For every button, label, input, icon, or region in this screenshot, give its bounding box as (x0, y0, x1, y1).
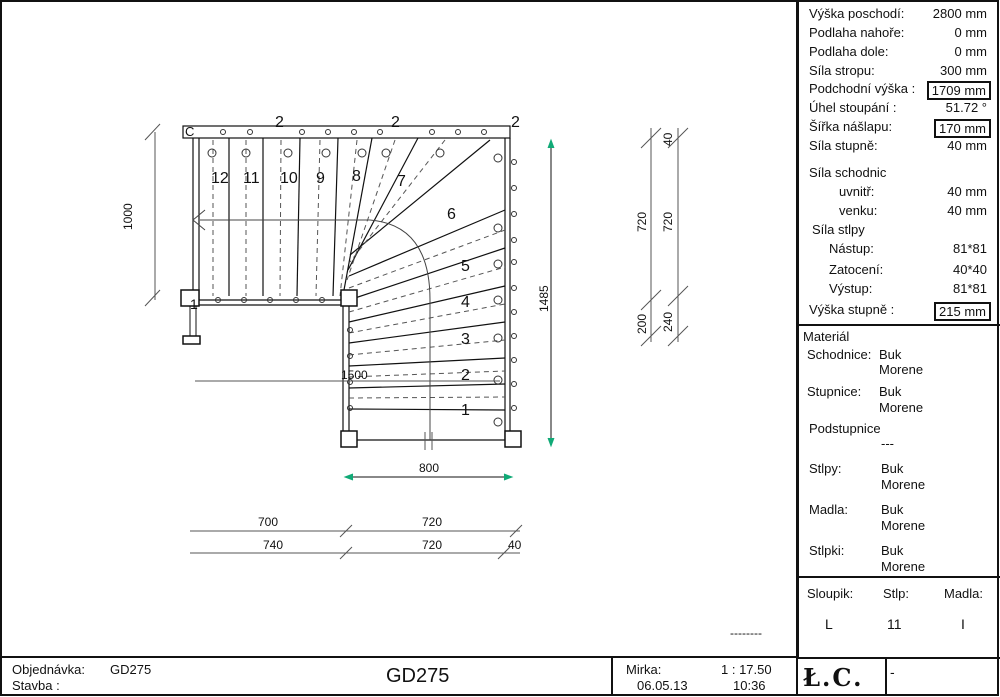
scale-label: Mirka: (626, 662, 662, 677)
material-label-stlpy: Stlpy: (809, 461, 842, 476)
material-label-stlpki: Stlpki: (809, 543, 845, 558)
walk-line (200, 219, 431, 440)
dim-700: 700 (258, 515, 279, 529)
revision-dash: - (890, 664, 895, 680)
material-value-schodnice-1: Buk (879, 347, 902, 362)
top-mark-3: 2 (511, 114, 520, 131)
post-turn (340, 289, 358, 307)
material-title: Materiál (803, 329, 850, 344)
step-label-2: 2 (461, 367, 470, 384)
dim-800: 800 (419, 461, 440, 475)
dim-40-top: 40 (661, 132, 675, 146)
post-small (182, 335, 201, 345)
summary-value-madla: I (961, 616, 965, 632)
material-value-podstupnice-1: --- (881, 436, 894, 451)
material-value-stupnice-2: Morene (879, 400, 924, 415)
step-label-9: 9 (316, 170, 325, 187)
step-label-11: 11 (243, 170, 260, 187)
material-label-madla: Madla: (809, 502, 849, 517)
top-mark-2: 2 (391, 114, 400, 131)
step-label-3: 3 (461, 331, 470, 348)
material-label-stupnice: Stupnice: (807, 384, 862, 399)
material-value-stlpki-1: Buk (881, 543, 904, 558)
landing-post-label: 1 (190, 296, 198, 312)
material-value-madla-1: Buk (881, 502, 904, 517)
dim-200: 200 (635, 313, 649, 334)
material-label-schodnice: Schodnice: (807, 347, 872, 362)
step-label-5: 5 (461, 258, 470, 275)
logo-cell: Ł.C. (797, 657, 887, 695)
step-label-8: 8 (352, 168, 361, 185)
material-value-stupnice-1: Buk (879, 384, 902, 399)
center-title: GD275 (386, 665, 450, 687)
post-end (504, 430, 522, 448)
dim-40-bottom: 40 (508, 538, 522, 552)
step-label-1: 1 (461, 402, 470, 419)
step-label-7: 7 (397, 173, 406, 190)
step-label-10: 10 (280, 170, 298, 187)
summary-value-sloupik: L (825, 616, 833, 632)
summary-value-stlp: 11 (887, 616, 902, 632)
order-value: GD275 (110, 662, 152, 677)
dim-240: 240 (661, 311, 675, 332)
parameters-panel: Výška poschodí:2800 mm Podlaha nahoře:0 … (797, 0, 1000, 326)
material-value-schodnice-2: Morene (879, 362, 924, 377)
dim-720-d: 720 (422, 538, 443, 552)
step-label-4: 4 (461, 294, 470, 311)
scale-value: 1 : 17.50 (721, 662, 772, 677)
site-label: Stavba : (12, 678, 60, 693)
post-start (340, 430, 358, 448)
dashes: -------- (730, 626, 762, 640)
corner-label: C (185, 124, 195, 139)
step-label-6: 6 (447, 206, 456, 223)
date-value: 06.05.13 (637, 678, 688, 693)
dim-1000: 1000 (121, 203, 135, 230)
dim-740: 740 (263, 538, 284, 552)
dim-720-c: 720 (422, 515, 443, 529)
material-label-podstupnice: Podstupnice (809, 421, 881, 436)
dim-720-a: 720 (635, 211, 649, 232)
material-value-stlpki-2: Morene (881, 559, 926, 574)
dim-1485: 1485 (537, 285, 551, 312)
step-label-12: 12 (211, 170, 229, 187)
upper-flight (182, 125, 511, 306)
summary-panel: Sloupik: Stlp: Madla: L 11 I (797, 578, 1000, 659)
order-label: Objednávka: (12, 662, 85, 677)
time-value: 10:36 (733, 678, 766, 693)
top-mark-1: 2 (275, 114, 284, 131)
dim-720-b: 720 (661, 211, 675, 232)
material-value-madla-2: Morene (881, 518, 926, 533)
logo: Ł.C. (803, 663, 864, 692)
summary-header-madla: Madla: (944, 586, 984, 601)
lower-flight (342, 138, 511, 441)
dim-1500: 1500 (341, 368, 368, 382)
material-value-stlpy-1: Buk (881, 461, 904, 476)
summary-header-sloupik: Sloupik: (807, 586, 854, 601)
walk-arrow (192, 209, 206, 231)
summary-header-stlp: Stlp: (883, 586, 910, 601)
material-value-stlpy-2: Morene (881, 477, 926, 492)
material-panel: Materiál Schodnice: Buk Morene Stupnice:… (797, 326, 1000, 578)
